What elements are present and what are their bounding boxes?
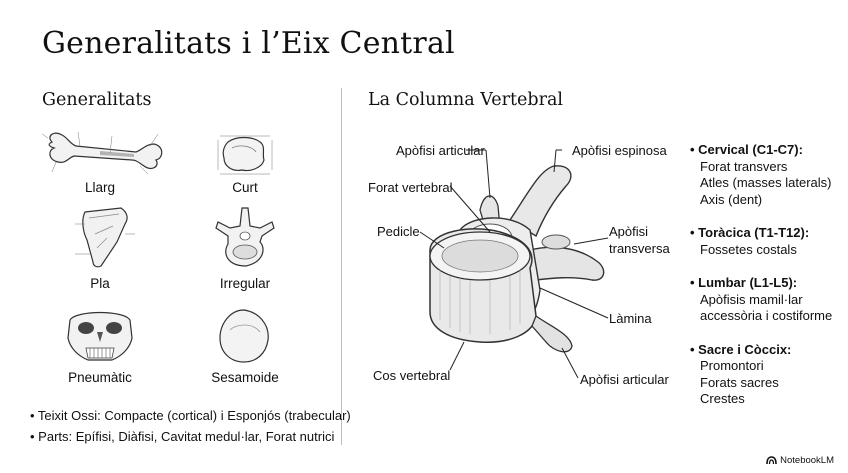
vertebra-illustration xyxy=(340,120,680,400)
vertebral-regions-list: • Cervical (C1-C7): Forat transvers Atle… xyxy=(690,142,832,425)
section-heading-columna: La Columna Vertebral xyxy=(368,90,563,110)
region-line: Promontori xyxy=(690,358,832,375)
region-line: Forat transvers xyxy=(690,159,832,176)
notebooklm-logo-icon xyxy=(766,456,777,465)
label-articular-top: Apòfisi articular xyxy=(396,143,485,158)
region-line: Forats sacres xyxy=(690,375,832,392)
bullet-item: • Teixit Ossi: Compacte (cortical) i Esp… xyxy=(30,405,351,426)
region-line: Apòfisis mamil·lar xyxy=(690,292,832,309)
bone-type-label: Irregular xyxy=(185,276,305,291)
region-heading: • Toràcica (T1-T12): xyxy=(690,225,832,242)
bone-type-label: Curt xyxy=(185,180,305,195)
bullet-item: • Parts: Epífisi, Diàfisi, Cavitat medul… xyxy=(30,426,351,447)
label-transverse-1: Apòfisi xyxy=(609,224,648,239)
brand-badge: NotebookLM xyxy=(766,455,834,466)
bone-notes-list: • Teixit Ossi: Compacte (cortical) i Esp… xyxy=(30,405,351,447)
region-heading: • Lumbar (L1-L5): xyxy=(690,275,832,292)
label-pedicle: Pedicle xyxy=(377,224,420,239)
bone-type-sesamoid: Sesamoide xyxy=(185,304,305,385)
bone-type-label: Sesamoide xyxy=(185,370,305,385)
bone-type-label: Pla xyxy=(40,276,160,291)
region-line: Fossetes costals xyxy=(690,242,832,259)
sesamoid-bone-icon xyxy=(200,304,290,368)
flat-bone-icon xyxy=(55,204,145,274)
long-bone-icon xyxy=(40,126,170,178)
bone-type-label: Llarg xyxy=(40,180,160,195)
region-line: accessòria i costiforme xyxy=(690,308,832,325)
label-vertebral-foramen: Forat vertebral xyxy=(368,180,453,195)
region-line: Axis (dent) xyxy=(690,192,832,209)
region-line: Atles (masses laterals) xyxy=(690,175,832,192)
section-heading-generalitats: Generalitats xyxy=(42,90,151,110)
bone-type-flat: Pla xyxy=(40,204,160,291)
short-bone-icon xyxy=(200,126,290,178)
label-vertebral-body: Cos vertebral xyxy=(373,368,450,383)
bone-type-pneumatic: Pneumàtic xyxy=(40,304,160,385)
bone-type-irregular: Irregular xyxy=(185,204,305,291)
skull-icon xyxy=(50,304,150,368)
label-spinous-process: Apòfisi espinosa xyxy=(572,143,667,158)
page-title: Generalitats i l’Eix Central xyxy=(42,26,455,61)
region-sacrum-coccyx: • Sacre i Còccix: Promontori Forats sacr… xyxy=(690,342,832,408)
label-articular-bottom: Apòfisi articular xyxy=(580,372,669,387)
region-cervical: • Cervical (C1-C7): Forat transvers Atle… xyxy=(690,142,832,208)
label-transverse-2: transversa xyxy=(609,241,670,256)
region-heading: • Sacre i Còccix: xyxy=(690,342,832,359)
bone-type-label: Pneumàtic xyxy=(40,370,160,385)
region-thoracic: • Toràcica (T1-T12): Fossetes costals xyxy=(690,225,832,258)
brand-name: NotebookLM xyxy=(780,455,834,466)
bone-type-long: Llarg xyxy=(40,126,160,195)
bone-type-short: Curt xyxy=(185,126,305,195)
label-lamina: Làmina xyxy=(609,311,652,326)
region-lumbar: • Lumbar (L1-L5): Apòfisis mamil·lar acc… xyxy=(690,275,832,325)
region-line: Crestes xyxy=(690,391,832,408)
irregular-bone-icon xyxy=(200,204,290,274)
region-heading: • Cervical (C1-C7): xyxy=(690,142,832,159)
